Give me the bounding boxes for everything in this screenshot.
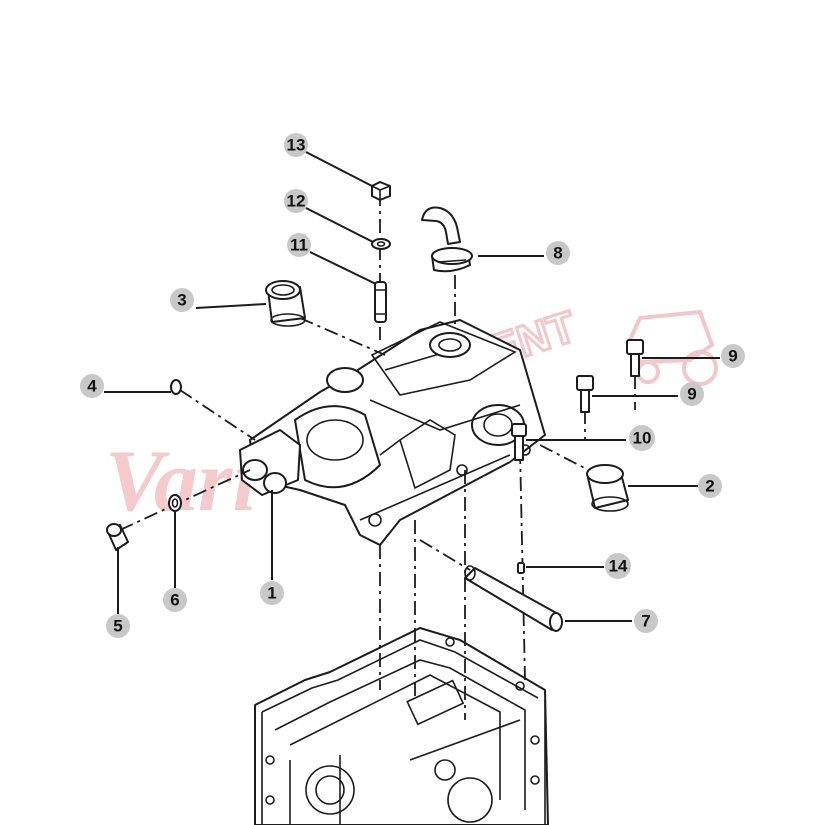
- callout-label: 8: [553, 244, 562, 263]
- part-9-bolt-lower: [576, 375, 594, 413]
- callout-label: 14: [609, 557, 628, 576]
- callout-bubble: [80, 374, 104, 398]
- part-8-breather-tube: [421, 206, 473, 273]
- callout-3[interactable]: 3: [170, 288, 194, 312]
- callout-bubble: [163, 588, 187, 612]
- part-4-plug: [170, 379, 182, 395]
- part-9-bolt-upper: [626, 339, 644, 377]
- part-6-o-ring: [168, 494, 182, 512]
- callout-14[interactable]: 14: [605, 553, 631, 579]
- callout-label: 2: [705, 477, 714, 496]
- callout-6[interactable]: 6: [163, 588, 187, 612]
- callouts: 13 12 11 3 4 5 6 1: [80, 133, 745, 638]
- callout-label: 13: [287, 136, 306, 155]
- part-5-plug-screw: [106, 523, 129, 551]
- callout-label: 12: [287, 192, 306, 211]
- callout-11[interactable]: 11: [287, 233, 311, 257]
- callout-5[interactable]: 5: [106, 614, 130, 638]
- callout-2[interactable]: 2: [698, 474, 722, 498]
- callout-bubble: [106, 614, 130, 638]
- callout-bubble: [260, 581, 284, 605]
- callout-label: 1: [267, 584, 276, 603]
- callout-bubble: [284, 133, 308, 157]
- leader-lines: [104, 151, 720, 622]
- callout-label: 3: [177, 291, 186, 310]
- callout-1[interactable]: 1: [260, 581, 284, 605]
- callout-9-lower[interactable]: 9: [680, 382, 704, 406]
- callout-9-upper[interactable]: 9: [721, 344, 745, 368]
- callout-label: 9: [728, 347, 737, 366]
- callout-label: 11: [290, 236, 308, 255]
- callout-13[interactable]: 13: [284, 133, 308, 157]
- part-2-bushing: [586, 464, 629, 512]
- callout-bubble: [634, 609, 658, 633]
- part-14-pin: [517, 562, 525, 574]
- part-3-bushing: [265, 280, 306, 327]
- callout-bubble: [287, 233, 311, 257]
- callout-bubble: [546, 241, 570, 265]
- watermark-script-text: Vari: [105, 433, 257, 530]
- callout-4[interactable]: 4: [80, 374, 104, 398]
- part-13-hex-nut: [371, 181, 391, 201]
- callout-10[interactable]: 10: [629, 425, 655, 451]
- callout-bubble: [698, 474, 722, 498]
- lift-cover-housing: [239, 319, 546, 546]
- callout-label: 4: [87, 377, 97, 396]
- transmission-housing: [254, 627, 549, 825]
- part-10-bolt: [511, 423, 527, 461]
- callout-label: 10: [633, 429, 652, 448]
- callout-bubble: [284, 189, 308, 213]
- callout-12[interactable]: 12: [284, 189, 308, 213]
- callout-bubble: [680, 382, 704, 406]
- callout-label: 9: [687, 385, 696, 404]
- callout-label: 7: [641, 612, 650, 631]
- callout-bubble: [605, 553, 631, 579]
- part-12-washer: [371, 238, 391, 250]
- callout-label: 5: [113, 617, 122, 636]
- callout-bubble: [170, 288, 194, 312]
- part-7-shaft: [464, 565, 563, 632]
- callout-7[interactable]: 7: [634, 609, 658, 633]
- callout-bubble: [721, 344, 745, 368]
- part-11-stud: [374, 281, 387, 323]
- callout-8[interactable]: 8: [546, 241, 570, 265]
- callout-bubble: [629, 425, 655, 451]
- callout-label: 6: [170, 591, 179, 610]
